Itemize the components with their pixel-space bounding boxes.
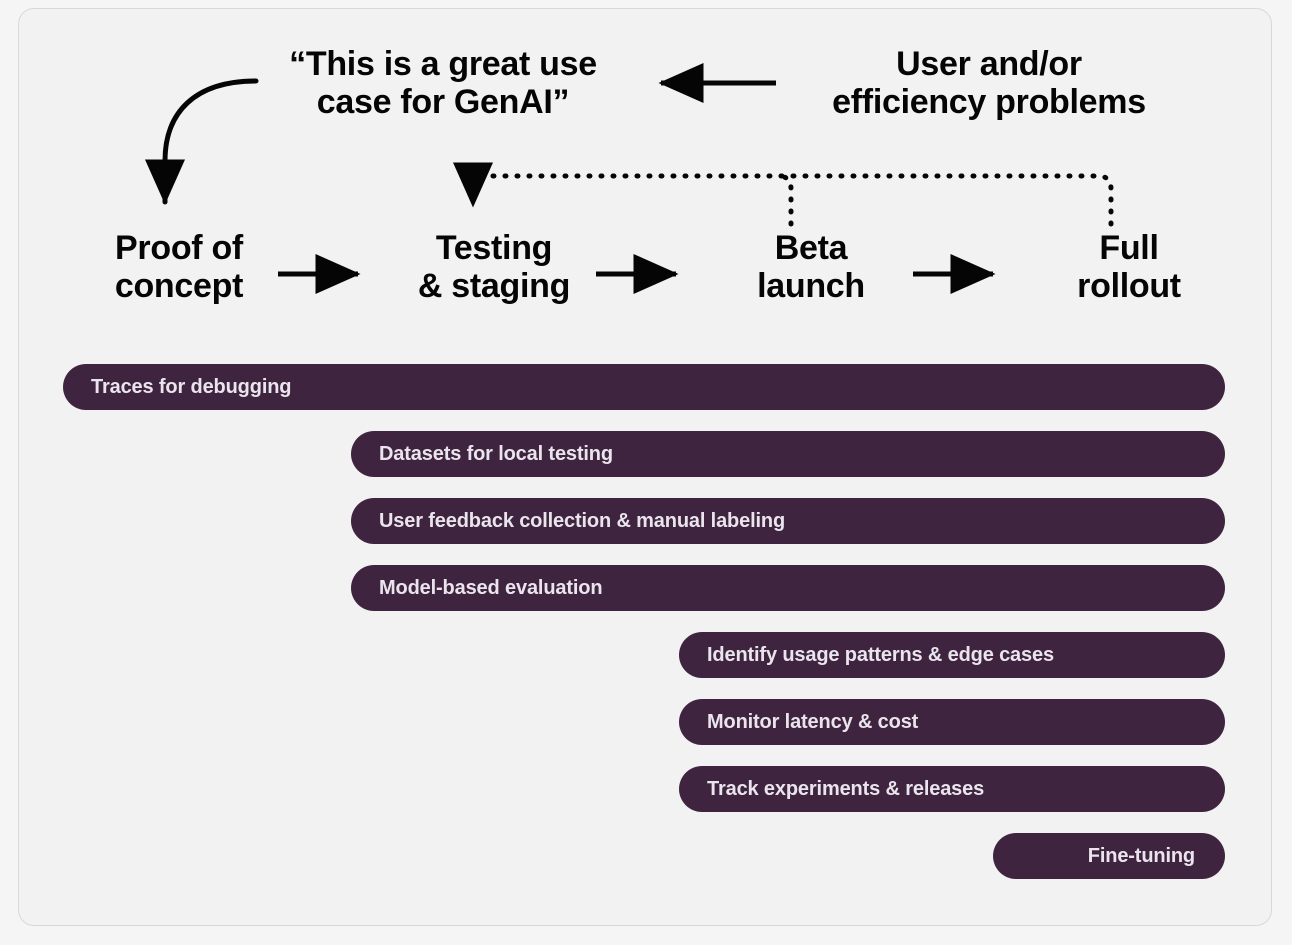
feedback-loop-dotted-lines [453, 162, 1114, 227]
capability-bar-label: Track experiments & releases [707, 777, 985, 800]
capability-bar-model-based-evaluation: Model-based evaluation [351, 565, 1225, 611]
callout-genai-quote: “This is a great use case for GenAI” [289, 45, 597, 122]
capability-bar-datasets-for-local-testing: Datasets for local testing [351, 431, 1225, 477]
capability-bar-label: Identify usage patterns & edge cases [707, 643, 1054, 666]
capability-bar-label: Monitor latency & cost [707, 710, 919, 733]
capability-bar-monitor-latency-cost: Monitor latency & cost [679, 699, 1225, 745]
callout-problems: User and/or efficiency problems [832, 45, 1146, 122]
capability-bar-label: Fine-tuning [1087, 844, 1195, 867]
stage-label-testing-and-staging: Testing & staging [417, 229, 571, 306]
stage-label-proof-of-concept: Proof of concept [114, 229, 244, 306]
capability-bar-track-experiments-releases: Track experiments & releases [679, 766, 1225, 812]
capability-bar-fine-tuning: Fine-tuning [993, 833, 1225, 879]
stage-label-beta-launch: Beta launch [757, 229, 865, 306]
capability-bar-label: Traces for debugging [91, 375, 292, 398]
diagram-card: “This is a great use case for GenAI” Use… [18, 8, 1272, 926]
capability-bar-user-feedback-collection: User feedback collection & manual labeli… [351, 498, 1225, 544]
capability-bar-traces-for-debugging: Traces for debugging [63, 364, 1225, 410]
capability-bar-identify-usage-patterns: Identify usage patterns & edge cases [679, 632, 1225, 678]
stage-label-full-rollout: Full rollout [1077, 229, 1181, 306]
capability-bar-label: User feedback collection & manual labeli… [379, 509, 786, 532]
capability-bar-label: Datasets for local testing [379, 442, 613, 465]
curve-to-poc-arrow [145, 78, 259, 205]
capability-bar-label: Model-based evaluation [379, 576, 603, 599]
